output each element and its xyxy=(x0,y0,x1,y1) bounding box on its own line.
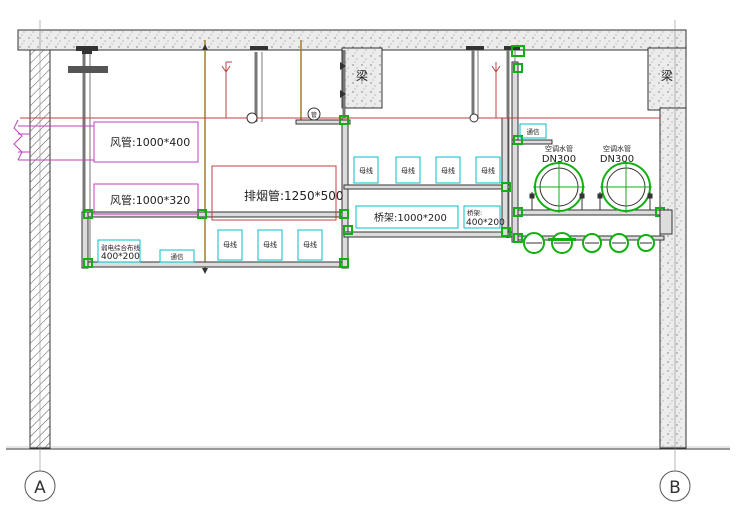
bus-ducts xyxy=(217,156,501,261)
axis-lines xyxy=(24,20,691,502)
tray-bridge-side xyxy=(463,205,501,229)
tray-weak-current xyxy=(97,239,141,263)
cable-trays xyxy=(97,123,547,263)
olive-rods xyxy=(204,40,302,270)
duct1-label: 风管:1000*400 xyxy=(110,135,190,149)
tray-tongxin-left xyxy=(159,249,195,263)
ac-water-pipes xyxy=(533,161,652,213)
column-right xyxy=(659,107,687,449)
small-pipe-label: 管 xyxy=(311,111,317,119)
drain-lines xyxy=(20,61,660,119)
bus-label: 母线 xyxy=(481,166,495,175)
bus-label: 母线 xyxy=(401,166,415,175)
tongxin-right-label: 通信 xyxy=(527,127,541,136)
ceiling-slab xyxy=(17,29,687,51)
bus-label: 母线 xyxy=(263,240,277,249)
beam-right xyxy=(647,47,687,111)
green-brackets xyxy=(83,63,665,268)
tongxin-left-label: 通信 xyxy=(171,252,185,261)
bus-label: 母线 xyxy=(223,240,237,249)
axis-label-b: B xyxy=(669,478,681,498)
air-ducts xyxy=(13,119,199,215)
small-green-pipes xyxy=(523,232,655,254)
duct2-label: 风管:1000*320 xyxy=(110,193,190,207)
axis-bubble-a xyxy=(24,470,56,502)
axis-bubble-b xyxy=(659,470,691,502)
beam-label-right: 梁 xyxy=(661,68,673,83)
structure xyxy=(6,29,730,450)
duct-1000x320 xyxy=(93,183,199,215)
bridge-main-label: 桥架:1000*200 xyxy=(374,212,447,224)
small-pipe xyxy=(307,107,321,121)
water-pipe-2-size: DN300 xyxy=(600,154,634,165)
beam-left xyxy=(341,47,383,109)
pipe-stubs xyxy=(529,192,653,210)
water-pipe-2-label: 空调水管 xyxy=(603,144,631,153)
bus-label: 母线 xyxy=(303,240,317,249)
hanger-anchors xyxy=(68,45,525,73)
water-pipe-1-label: 空调水管 xyxy=(545,144,573,153)
bridge-side-size: 400*200 xyxy=(466,218,505,228)
exhaust-label: 排烟管:1250*500 xyxy=(244,188,344,203)
weak-current-size: 400*200 xyxy=(101,252,140,262)
weak-current-label: 弱电综合布线 xyxy=(101,243,141,252)
tray-tongxin-right xyxy=(519,123,547,139)
duct-1000x400 xyxy=(93,121,199,163)
arrows xyxy=(202,44,346,274)
bridge-side-label: 桥架: xyxy=(467,208,482,217)
beam-label-left: 梁 xyxy=(356,68,368,83)
exhaust-duct xyxy=(211,165,337,221)
bus-label: 母线 xyxy=(359,166,373,175)
axis-label-a: A xyxy=(34,478,46,498)
bus-label: 母线 xyxy=(441,166,455,175)
water-pipe-1-size: DN300 xyxy=(542,154,576,165)
tray-bridge-main xyxy=(355,205,459,229)
